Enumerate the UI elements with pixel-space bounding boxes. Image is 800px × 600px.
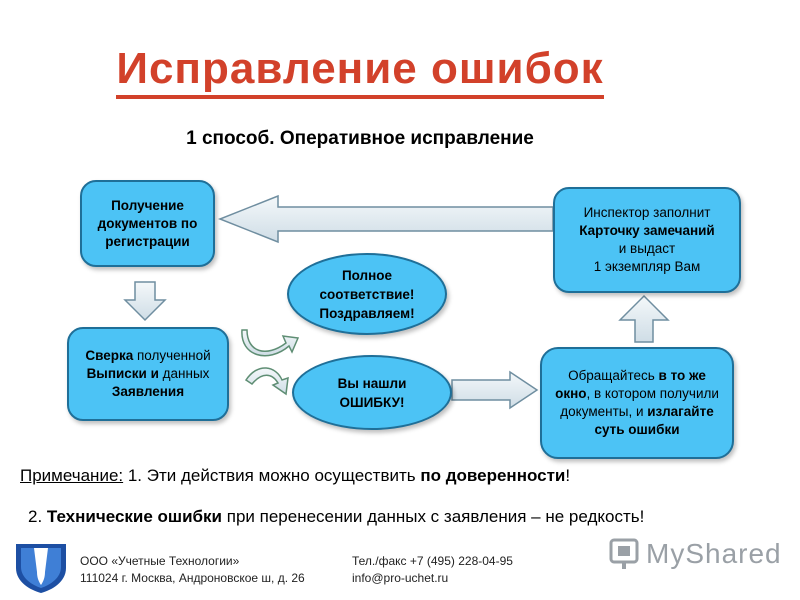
node-full-match: Полное соответствие! Поздравляем! — [287, 253, 447, 335]
node-receive-documents: Получение документов по регистрации — [80, 180, 215, 267]
arrow-inspector-to-receive — [217, 194, 554, 244]
page-title: Исправление ошибок — [0, 44, 720, 99]
note-1: Примечание: 1. Эти действия можно осущес… — [20, 466, 571, 485]
curved-arrow-to-error — [244, 367, 289, 396]
arrow-contact-to-inspector — [618, 294, 670, 343]
footer-contacts: Тел./факс +7 (495) 228-04-95 info@pro-uc… — [352, 554, 513, 585]
arrow-error-to-contact — [451, 370, 539, 410]
watermark-text: MyShared — [646, 538, 782, 569]
node-found-error: Вы нашли ОШИБКУ! — [292, 355, 452, 430]
arrow-receive-to-check — [123, 281, 167, 322]
curved-arrow-to-full-match — [241, 329, 300, 357]
node-contact-window: Обращайтесь в то же окно, в котором полу… — [540, 347, 734, 459]
company-logo-icon — [16, 544, 66, 593]
subtitle: 1 способ. Оперативное исправление — [186, 128, 534, 149]
node-inspector: Инспектор заполнит Карточку замечаний и … — [553, 187, 741, 293]
note-2: 2. Технические ошибки при перенесении да… — [28, 507, 645, 526]
node-check-documents: Сверка полученной Выписки и данных Заявл… — [67, 327, 229, 421]
watermark-logo-icon — [609, 538, 639, 569]
footer-company: ООО «Учетные Технологии» 111024 г. Москв… — [80, 554, 305, 585]
